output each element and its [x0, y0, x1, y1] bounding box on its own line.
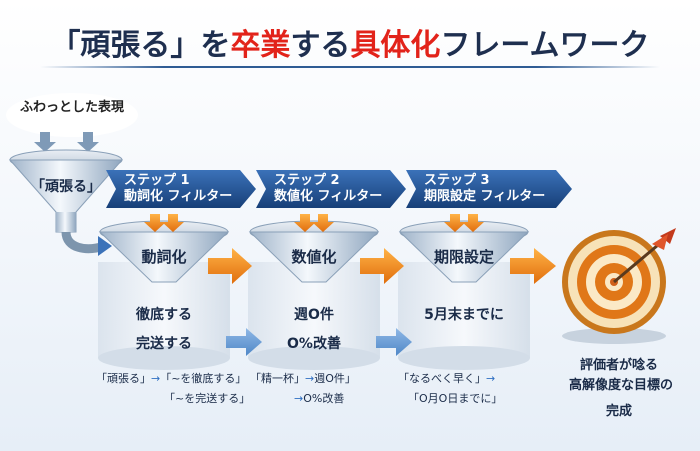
step-1-example-line-1: 「頑張る」→「~を徹底する」	[96, 370, 246, 386]
step-3-sub: 期限設定 フィルター	[424, 189, 546, 204]
example-after: 「~を徹底する」	[160, 372, 247, 385]
target-icon	[562, 228, 676, 344]
orange-right-arrow-icons	[208, 248, 556, 284]
arrow-icon: →	[151, 372, 161, 385]
step-1-head: ステップ 1	[124, 173, 190, 188]
title-part: フレームワーク	[440, 28, 650, 63]
target-caption-line-2: 高解像度な目標の	[548, 374, 694, 393]
step-1-example-line-2: 「~を完送する」	[164, 392, 251, 405]
step-1-funnel-label: 動詞化	[141, 248, 187, 266]
step-3-output-1: 5月末までに	[424, 307, 504, 323]
target-particle: の	[660, 378, 674, 393]
target-highlight: 高解像度な目標	[568, 378, 660, 393]
input-funnel-icon	[8, 149, 124, 233]
example-after: O%改善	[303, 392, 345, 405]
step-1-output-1: 徹底する	[136, 307, 192, 323]
title-part: 「頑張る」を	[50, 28, 231, 63]
arrow-icon: →	[294, 392, 304, 405]
step-1-banner: ステップ 1 動詞化 フィルター	[106, 170, 256, 208]
step-2-output-2: O%改善	[287, 336, 341, 352]
title-divider	[40, 66, 660, 68]
step-2-head: ステップ 2	[274, 173, 340, 188]
step-3-funnel-label: 期限設定	[433, 248, 494, 266]
pipe-arrow-icon	[98, 236, 112, 256]
arrow-icon: →	[486, 372, 496, 385]
target-caption-line-3: 完成	[605, 404, 632, 419]
example-before: 「頑張る」	[96, 372, 151, 385]
arrow-icon: →	[305, 372, 315, 385]
step-3-example-line-1: 「なるべく早く」→	[398, 370, 495, 386]
title-part: する	[290, 28, 351, 63]
example-before: 「なるべく早く」	[398, 372, 486, 385]
input-arrows-icon	[34, 132, 99, 152]
step-3-head: ステップ 3	[424, 173, 490, 188]
step-2-banner: ステップ 2 数値化 フィルター	[256, 170, 406, 208]
step-3-banner: ステップ 3 期限設定 フィルター	[406, 170, 572, 208]
example-after: 週O件」	[314, 372, 356, 385]
page-title: 「頑張る」を卒業する具体化フレームワーク	[0, 20, 700, 64]
step-1-sub: 動詞化 フィルター	[124, 189, 233, 204]
step-2-example-line-2: →O%改善	[294, 390, 344, 406]
cloud-input	[6, 93, 138, 137]
input-label: ふわっとした表現	[19, 100, 124, 115]
step-3-example-line-2: 「O月O日までに」	[408, 392, 503, 405]
step-2-output-1: 週O件	[294, 307, 334, 323]
step-2-example-line-1: 「精一杯」→週O件」	[250, 370, 356, 386]
step-1-output-2: 完送する	[136, 336, 192, 352]
step-2-sub: 数値化 フィルター	[274, 189, 383, 204]
title-highlight-graduate: 卒業	[230, 28, 291, 63]
target-caption-line-1: 評価者が唸る	[579, 358, 658, 373]
step-funnel-icons	[98, 220, 530, 283]
orange-down-arrow-icons	[144, 214, 484, 232]
example-before: 「精一杯」	[250, 372, 305, 385]
title-highlight-concretize: 具体化	[350, 28, 441, 63]
step-2-funnel-label: 数値化	[291, 248, 337, 266]
input-funnel-label: 「頑張る」	[31, 179, 101, 195]
blue-right-arrow-icons	[226, 328, 412, 356]
